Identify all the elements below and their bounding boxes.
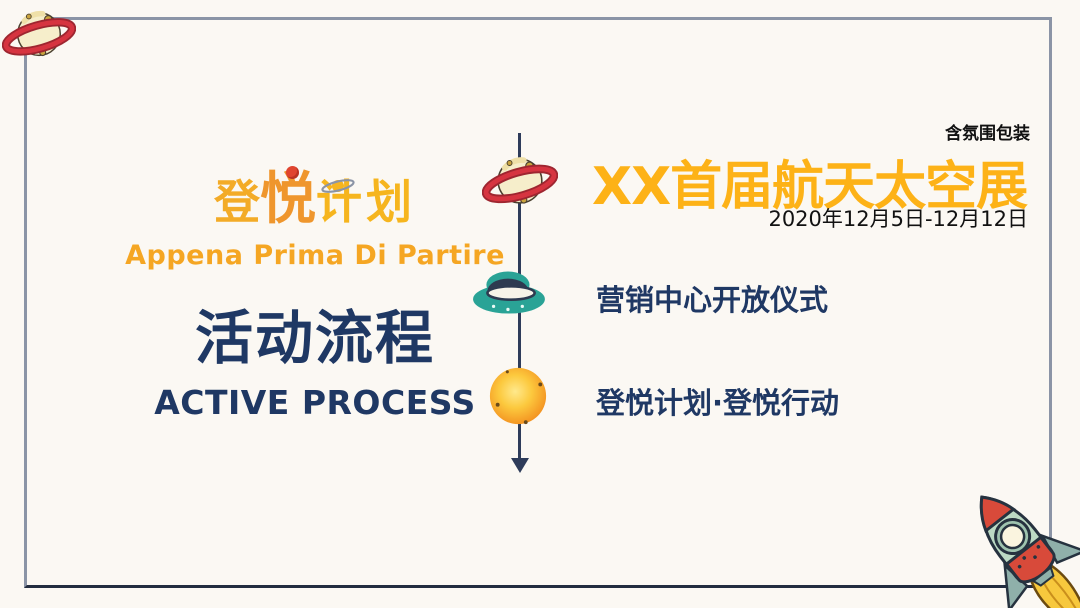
timeline-item-title: 登悦计划·登悦行动	[596, 386, 840, 420]
saturn-corner-icon	[2, 3, 76, 67]
slide-border-frame	[24, 17, 1052, 588]
sun-planet-icon	[489, 367, 547, 425]
ball-dot-icon	[286, 166, 299, 179]
page-title: 活动流程	[194, 304, 435, 372]
logo-char: 登	[214, 175, 260, 229]
rocket-icon	[979, 495, 1080, 608]
ufo-icon	[473, 271, 545, 314]
saturn-planet-icon	[482, 150, 558, 214]
logo-char: 悦	[260, 167, 316, 232]
timeline-item-title: 营销中心开放仪式	[596, 283, 829, 317]
event-title: XX首届航天太空展	[592, 157, 1028, 217]
timeline-arrow-icon	[511, 458, 529, 473]
page-subtitle: ACTIVE PROCESS	[154, 383, 476, 422]
event-date: 2020年12月5日-12月12日	[768, 207, 1028, 231]
brand-block: 登悦计划 Appena Prima Di Partire 活动流程 ACTIVE…	[120, 166, 510, 422]
brand-logo: 登悦计划	[120, 166, 510, 234]
badge-label: 含氛围包装	[945, 124, 1030, 144]
brand-tagline: Appena Prima Di Partire	[125, 240, 505, 271]
mini-saturn-icon	[321, 179, 355, 193]
